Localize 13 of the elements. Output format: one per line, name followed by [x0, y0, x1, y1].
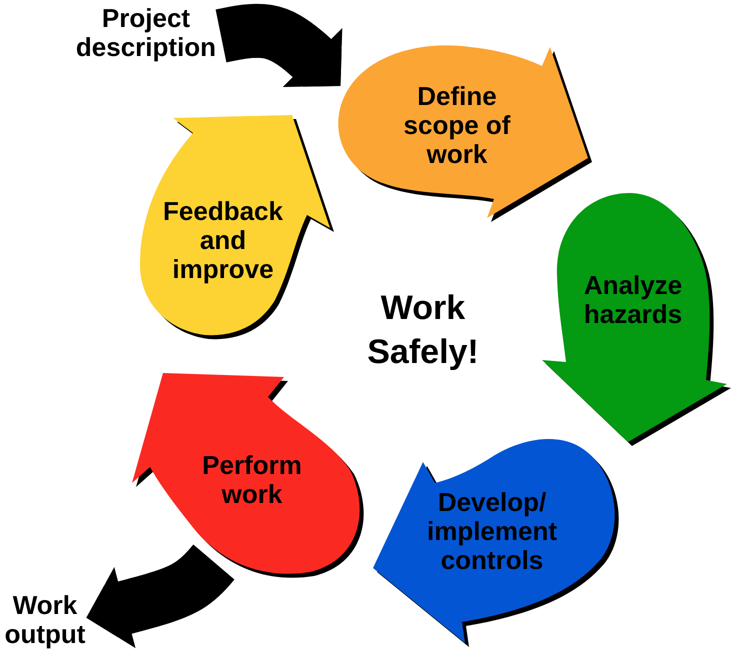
curved-arrow-shape [373, 438, 619, 647]
step-label: Define scope of work [402, 82, 512, 168]
curved-arrow-shape [140, 115, 334, 340]
step-label: Feedback and improve [162, 196, 284, 284]
curved-arrow-shape [542, 193, 731, 446]
step-label: Perform work [201, 451, 303, 509]
step-label: Analyze hazards [582, 271, 684, 329]
center-label: Work Safely! [366, 288, 480, 373]
curved-arrow-shape [132, 373, 364, 578]
output-label: Work output [2, 590, 88, 648]
input-label: Project description [71, 4, 221, 62]
step-label: Develop/ implement controls [426, 488, 558, 574]
curved-arrow-shape [338, 45, 592, 223]
